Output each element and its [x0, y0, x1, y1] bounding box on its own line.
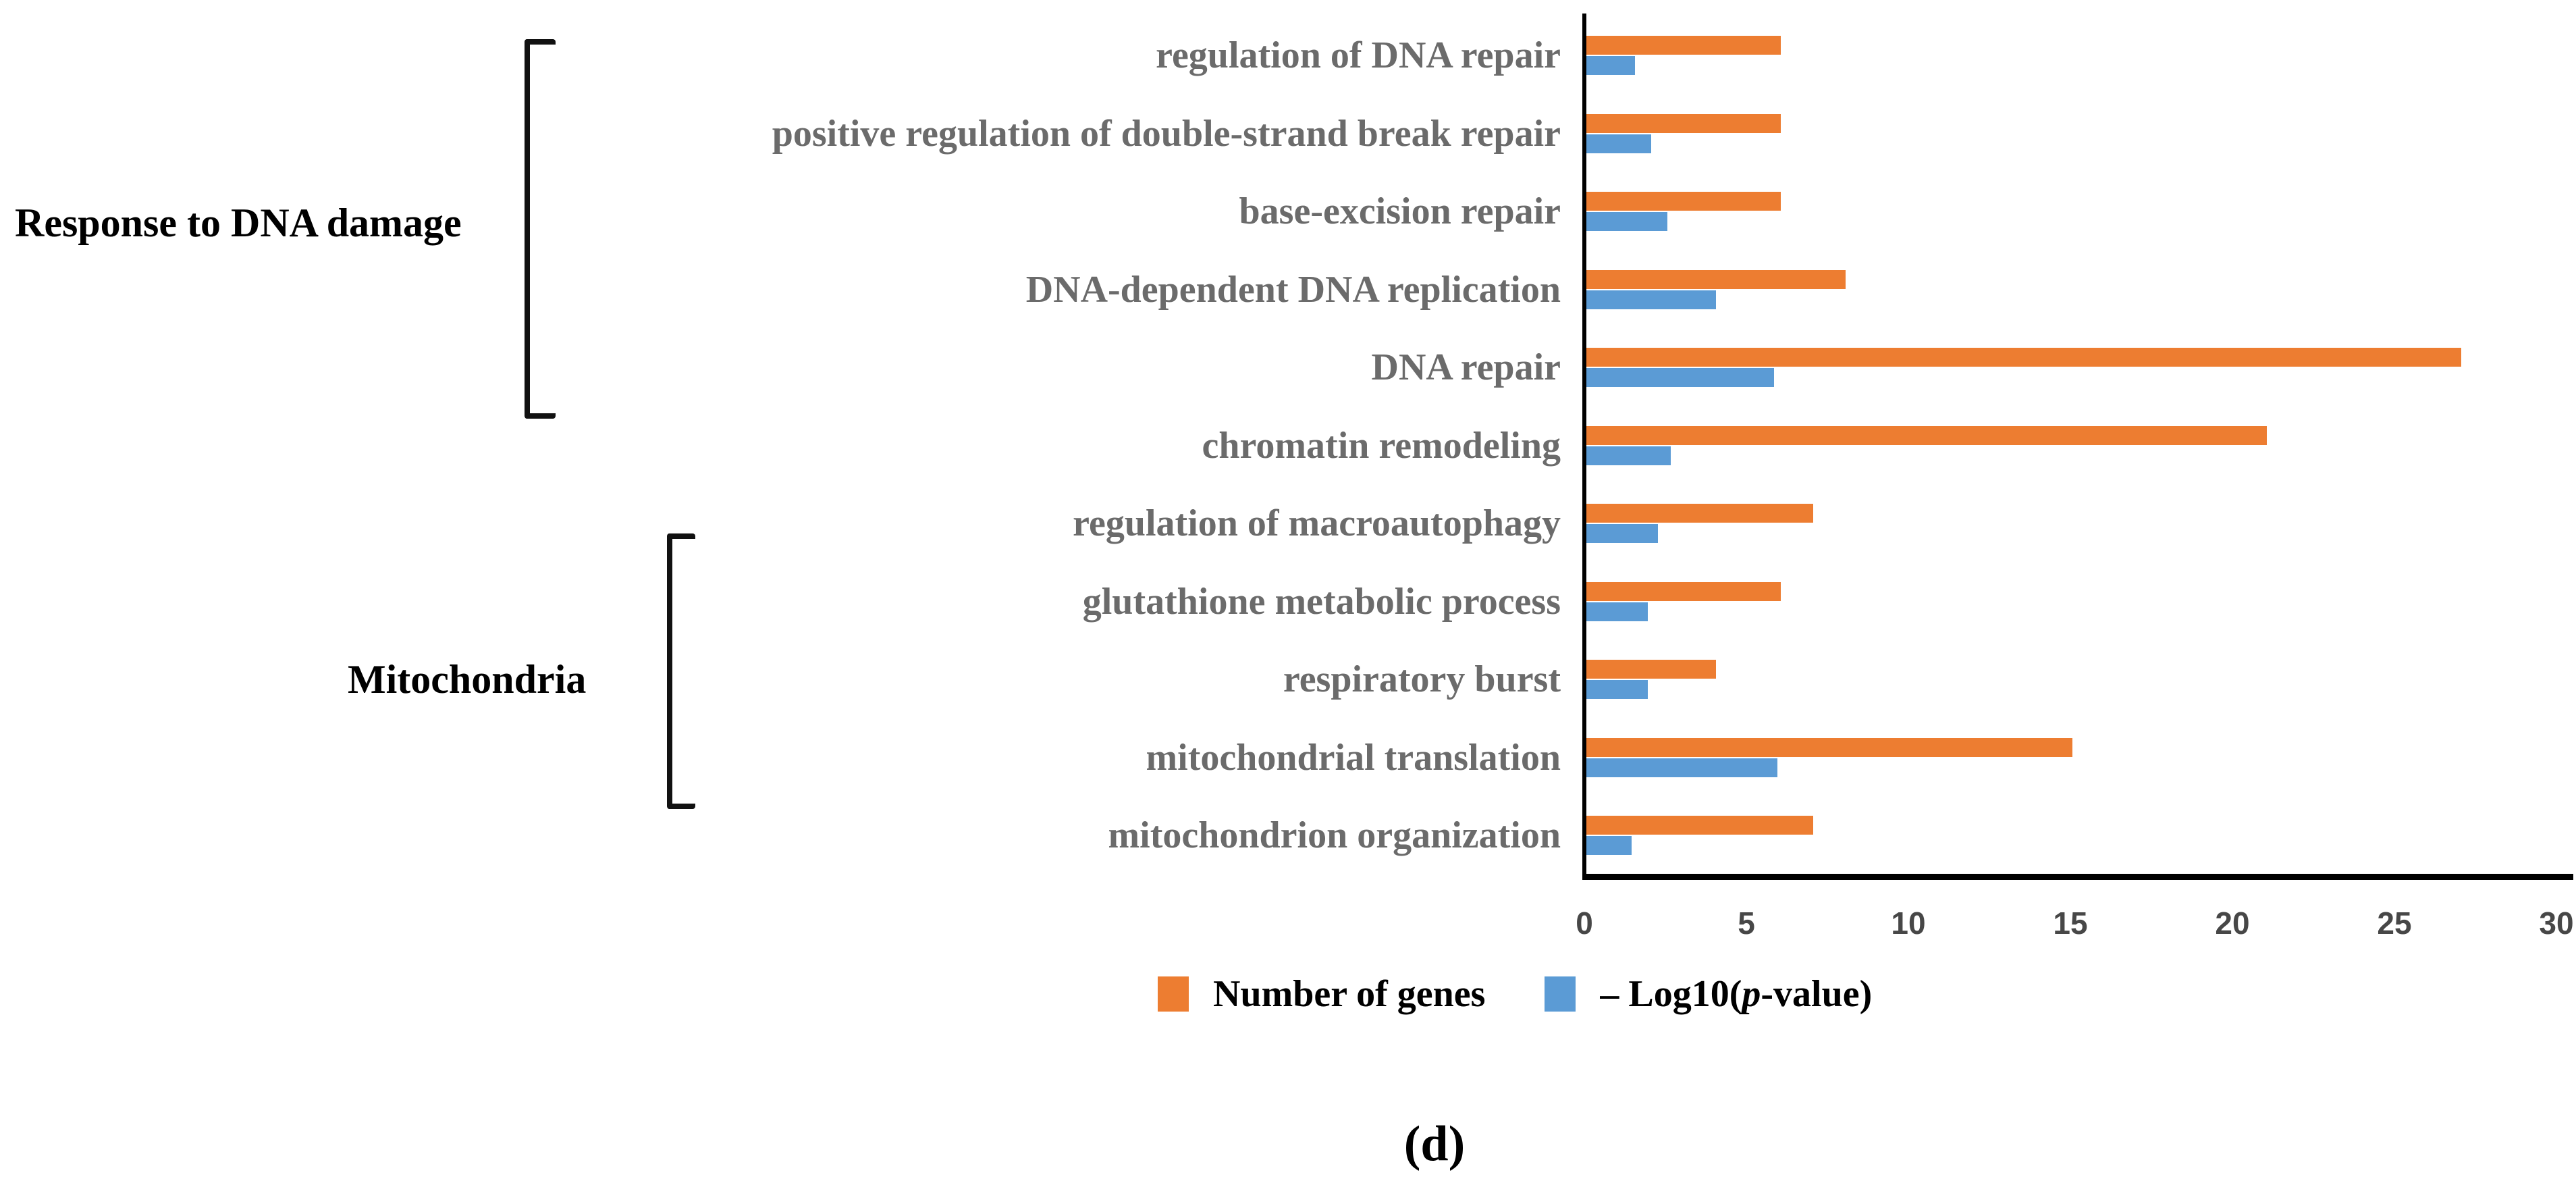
category-label: base-excision repair [1239, 190, 1561, 232]
legend-pvalue-italic-p: p [1742, 973, 1761, 1015]
legend-item-number-of-genes: Number of genes [1158, 972, 1485, 1016]
legend-label-neg-log10-pvalue: – Log10(p-value) [1600, 972, 1872, 1016]
bar-number-of-genes [1586, 816, 1813, 835]
group-label-mitochondria: Mitochondria [348, 657, 587, 702]
bar-number-of-genes [1586, 113, 1781, 133]
category-label: chromatin remodeling [1202, 424, 1561, 467]
x-axis-tick-label: 25 [2377, 906, 2412, 941]
bar-number-of-genes [1586, 425, 2267, 445]
bar-number-of-genes [1586, 269, 1846, 289]
bar-number-of-genes [1586, 36, 1781, 55]
category-label: regulation of macroautophagy [1073, 502, 1561, 544]
category-label: glutathione metabolic process [1082, 580, 1561, 623]
category-label: DNA repair [1371, 346, 1561, 388]
legend-swatch-blue [1545, 976, 1576, 1012]
bar-neg-log10-pvalue [1586, 836, 1632, 855]
bar-neg-log10-pvalue [1586, 680, 1648, 699]
x-axis-tick-label: 20 [2215, 906, 2250, 941]
legend-pvalue-suffix: -value) [1761, 973, 1873, 1015]
group-label-response-to-dna-damage: Response to DNA damage [15, 201, 462, 245]
y-axis-line [1582, 14, 1586, 878]
x-axis-tick-label: 0 [1576, 906, 1593, 941]
x-axis-tick-label: 10 [1891, 906, 1926, 941]
legend-label-number-of-genes: Number of genes [1213, 973, 1486, 1015]
bar-number-of-genes [1586, 581, 1781, 601]
legend-swatch-orange [1158, 976, 1189, 1012]
bar-neg-log10-pvalue [1586, 446, 1671, 465]
bar-neg-log10-pvalue [1586, 758, 1778, 777]
bar-number-of-genes [1586, 504, 1813, 523]
chart-legend: Number of genes – Log10(p-value) [1158, 972, 1872, 1016]
x-axis-tick-label: 5 [1738, 906, 1755, 941]
category-label: mitochondrion organization [1108, 814, 1561, 856]
bar-neg-log10-pvalue [1586, 290, 1716, 309]
legend-pvalue-prefix: – Log10( [1600, 973, 1742, 1015]
bar-number-of-genes [1586, 737, 2072, 757]
bar-neg-log10-pvalue [1586, 134, 1651, 153]
bar-neg-log10-pvalue [1586, 56, 1635, 75]
bar-neg-log10-pvalue [1586, 524, 1658, 543]
group-bracket-response-to-dna-damage [525, 39, 556, 419]
category-label: regulation of DNA repair [1156, 34, 1561, 76]
panel-caption: (d) [1403, 1116, 1466, 1172]
x-axis-tick-label: 30 [2539, 906, 2574, 941]
legend-item-neg-log10-pvalue: – Log10(p-value) [1545, 972, 1872, 1016]
x-axis-tick-label: 15 [2053, 906, 2088, 941]
bar-number-of-genes [1586, 660, 1716, 679]
group-bracket-mitochondria [667, 533, 695, 809]
bar-number-of-genes [1586, 192, 1781, 211]
bar-neg-log10-pvalue [1586, 368, 1775, 387]
category-label: positive regulation of double-strand bre… [772, 112, 1561, 155]
bar-number-of-genes [1586, 348, 2461, 367]
category-label: mitochondrial translation [1146, 736, 1561, 779]
category-label: DNA-dependent DNA replication [1025, 268, 1561, 311]
category-label: respiratory burst [1283, 658, 1561, 700]
x-axis-line [1582, 874, 2573, 880]
bar-neg-log10-pvalue [1586, 602, 1648, 621]
bar-neg-log10-pvalue [1586, 212, 1667, 231]
